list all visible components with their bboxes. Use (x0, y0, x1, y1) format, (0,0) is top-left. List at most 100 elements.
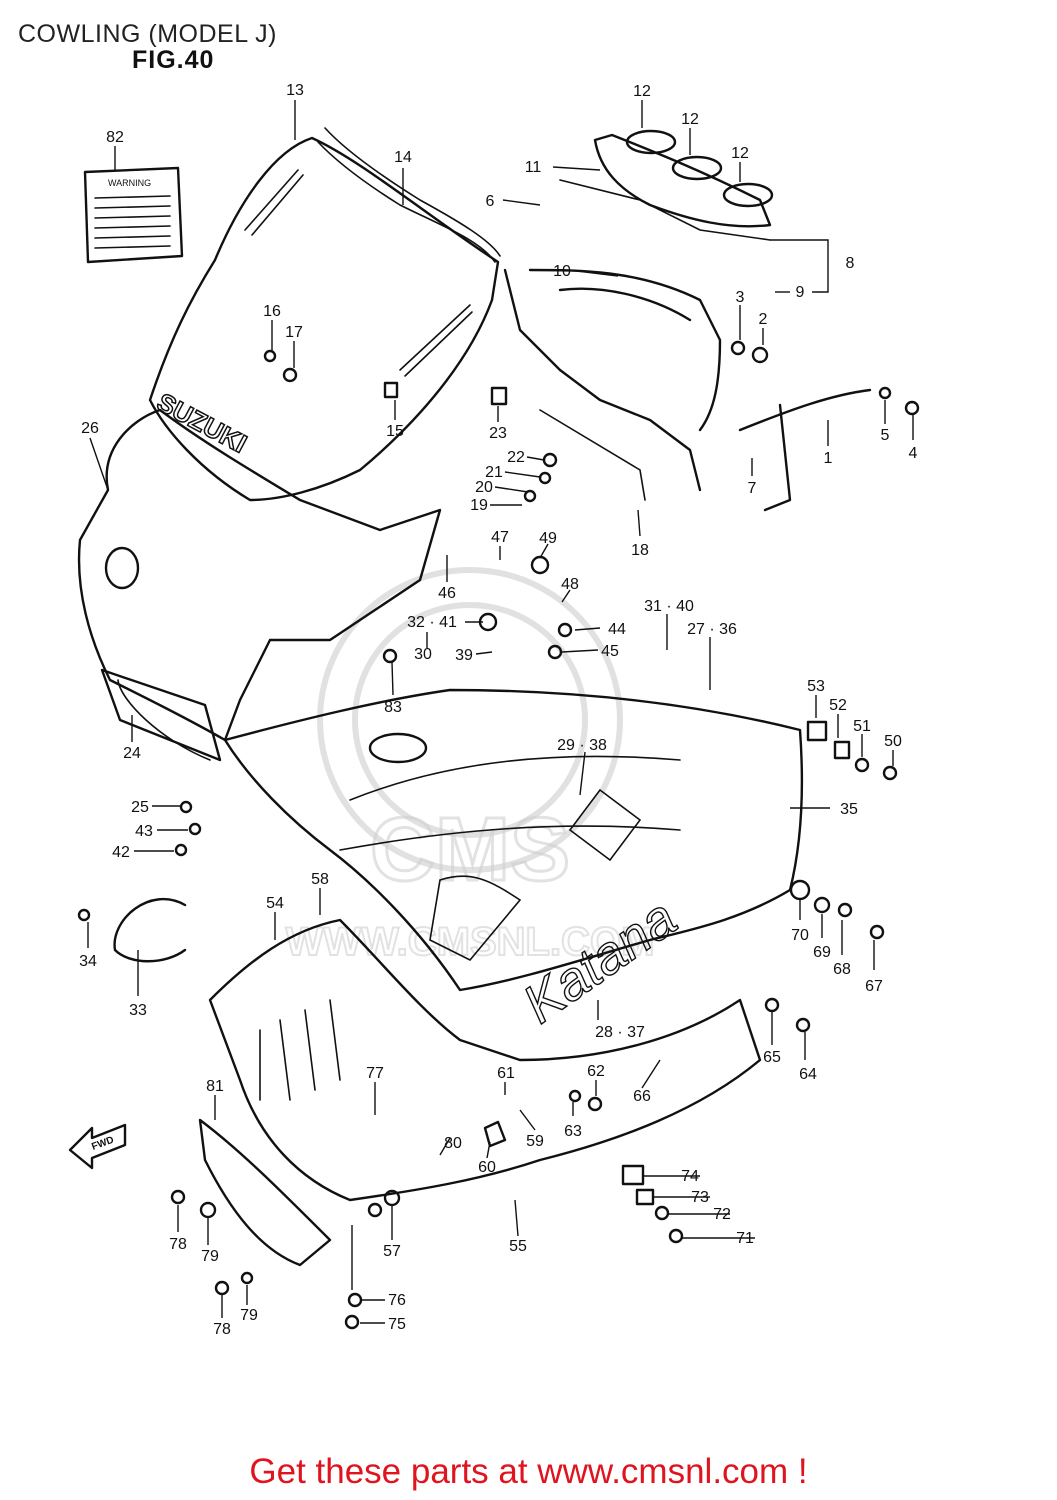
buy-parts-banner: Get these parts at www.cmsnl.com ! (0, 1452, 1057, 1492)
callout-42: 42 (112, 844, 130, 861)
callout-29-38: 29 · 38 (557, 737, 607, 754)
callout-78a: 78 (169, 1236, 187, 1253)
callout-21: 21 (485, 464, 503, 481)
parts-diagram: CMS WWW.CMSNL.COM WARNING SUZUKI (68, 82, 920, 1338)
callout-22: 22 (507, 449, 525, 466)
cover-plate-part (113, 898, 187, 963)
warning-label-part: WARNING (83, 166, 184, 264)
callout-33: 33 (129, 1002, 147, 1019)
callout-75: 75 (388, 1316, 406, 1333)
suzuki-logo-text: SUZUKI (152, 387, 252, 459)
callout-82: 82 (106, 129, 124, 146)
callout-61: 61 (497, 1065, 515, 1082)
callout-34: 34 (79, 953, 97, 970)
callout-74: 74 (681, 1168, 699, 1185)
callout-8: 8 (846, 255, 855, 272)
callout-47: 47 (491, 529, 509, 546)
callout-2: 2 (759, 311, 768, 328)
callout-72: 72 (713, 1206, 731, 1223)
callout-44: 44 (608, 621, 626, 638)
callout-20: 20 (475, 479, 493, 496)
callout-10: 10 (553, 263, 571, 280)
callout-12c: 12 (731, 145, 749, 162)
callout-65: 65 (763, 1049, 781, 1066)
callout-4: 4 (909, 445, 918, 462)
callout-64: 64 (799, 1066, 817, 1083)
callout-7: 7 (748, 480, 757, 497)
windscreen-part: SUZUKI (148, 127, 501, 502)
callout-63: 63 (564, 1123, 582, 1140)
buy-parts-link[interactable]: Get these parts at www.cmsnl.com ! (249, 1452, 808, 1491)
warning-label-text: WARNING (108, 178, 151, 188)
callout-83: 83 (384, 699, 402, 716)
callout-79b: 79 (240, 1307, 258, 1324)
callout-45: 45 (601, 643, 619, 660)
callout-70: 70 (791, 927, 809, 944)
callout-39: 39 (455, 647, 473, 664)
callout-49: 49 (539, 530, 557, 547)
leader-lines (87, 100, 914, 1324)
watermark: CMS WWW.CMSNL.COM (285, 567, 655, 965)
callout-46: 46 (438, 585, 456, 602)
callout-67: 67 (865, 978, 883, 995)
callout-13: 13 (286, 82, 304, 99)
upper-cowling-part (77, 408, 442, 762)
callout-32-41: 32 · 41 (407, 614, 457, 631)
callout-60: 60 (478, 1159, 496, 1176)
fwd-arrow-icon: FWD (68, 1123, 127, 1170)
callout-17: 17 (285, 324, 303, 341)
callout-58: 58 (311, 871, 329, 888)
callout-43: 43 (135, 823, 153, 840)
cowling-bracket-part (503, 268, 872, 512)
callout-81: 81 (206, 1078, 224, 1095)
callout-62: 62 (587, 1063, 605, 1080)
callout-1: 1 (824, 450, 833, 467)
callout-3: 3 (736, 289, 745, 306)
instrument-panel-part (559, 129, 774, 241)
callout-27-36: 27 · 36 (687, 621, 737, 638)
watermark-brand: CMS (370, 800, 570, 900)
callout-9: 9 (796, 284, 805, 301)
callout-55: 55 (509, 1238, 527, 1255)
callout-14: 14 (394, 149, 412, 166)
callout-12b: 12 (681, 111, 699, 128)
callout-25: 25 (131, 799, 149, 816)
callout-71: 71 (736, 1230, 754, 1247)
callout-26: 26 (81, 420, 99, 437)
callout-6: 6 (486, 193, 495, 210)
callout-31-40: 31 · 40 (644, 598, 694, 615)
callout-59: 59 (526, 1133, 544, 1150)
figure-label: FIG.40 (132, 46, 215, 74)
callout-16: 16 (263, 303, 281, 320)
callout-numbers: 13 14 82 12 12 12 11 6 10 8 9 3 2 16 17 … (79, 82, 917, 1338)
side-panel-part (223, 688, 804, 992)
callout-24: 24 (123, 745, 141, 762)
callout-52: 52 (829, 697, 847, 714)
callout-12a: 12 (633, 83, 651, 100)
page-title: COWLING (MODEL J) (18, 20, 277, 48)
callout-78b: 78 (213, 1321, 231, 1338)
callout-30: 30 (414, 646, 432, 663)
callout-54: 54 (266, 895, 284, 912)
callout-51: 51 (853, 718, 871, 735)
callout-53: 53 (807, 678, 825, 695)
callout-19: 19 (470, 497, 488, 514)
callout-28-37: 28 · 37 (595, 1024, 645, 1041)
callout-11: 11 (525, 159, 542, 176)
callout-69: 69 (813, 944, 831, 961)
callout-18: 18 (631, 542, 649, 559)
callout-66: 66 (633, 1088, 651, 1105)
callout-76: 76 (388, 1292, 406, 1309)
callout-48: 48 (561, 576, 579, 593)
fasteners (77, 340, 920, 1330)
callout-73: 73 (691, 1189, 709, 1206)
callout-50: 50 (884, 733, 902, 750)
callout-79a: 79 (201, 1248, 219, 1265)
callout-5: 5 (881, 427, 890, 444)
callout-57: 57 (383, 1243, 401, 1260)
callout-15: 15 (386, 423, 404, 440)
callout-23: 23 (489, 425, 507, 442)
callout-35: 35 (840, 801, 858, 818)
callout-68: 68 (833, 961, 851, 978)
callout-77: 77 (366, 1065, 384, 1082)
